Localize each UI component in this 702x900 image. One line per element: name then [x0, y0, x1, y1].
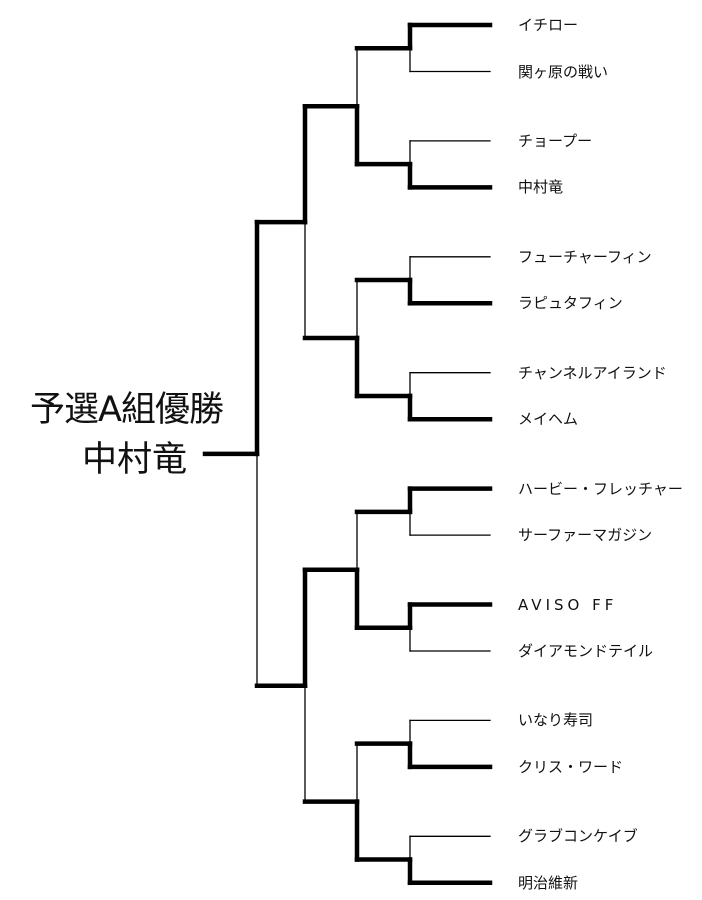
team-label: イチロー — [518, 16, 579, 34]
team-label: AVISO FF — [518, 595, 618, 614]
team-label: ラピュタフィン — [518, 294, 623, 313]
team-label: チャンネルアイランド — [518, 363, 667, 382]
team-label: ハービー・フレッチャー — [518, 479, 683, 498]
team-label: 関ヶ原の戦い — [518, 62, 609, 81]
champion-name: 中村竜 — [82, 440, 188, 480]
team-label: 明治維新 — [518, 873, 579, 892]
champion-heading: 予選A組優勝 — [30, 390, 224, 430]
team-label: サーファーマガジン — [518, 526, 653, 545]
team-label: いなり寿司 — [518, 711, 594, 730]
team-label: クリス・ワード — [518, 757, 624, 776]
team-label: フューチャーフィン — [518, 247, 652, 266]
team-label: チョープー — [518, 131, 593, 150]
team-label: メイヘム — [518, 410, 579, 429]
team-label: ダイアモンドテイル — [518, 642, 654, 660]
team-label: グラブコンケイブ — [518, 827, 638, 846]
team-label: 中村竜 — [518, 178, 564, 197]
